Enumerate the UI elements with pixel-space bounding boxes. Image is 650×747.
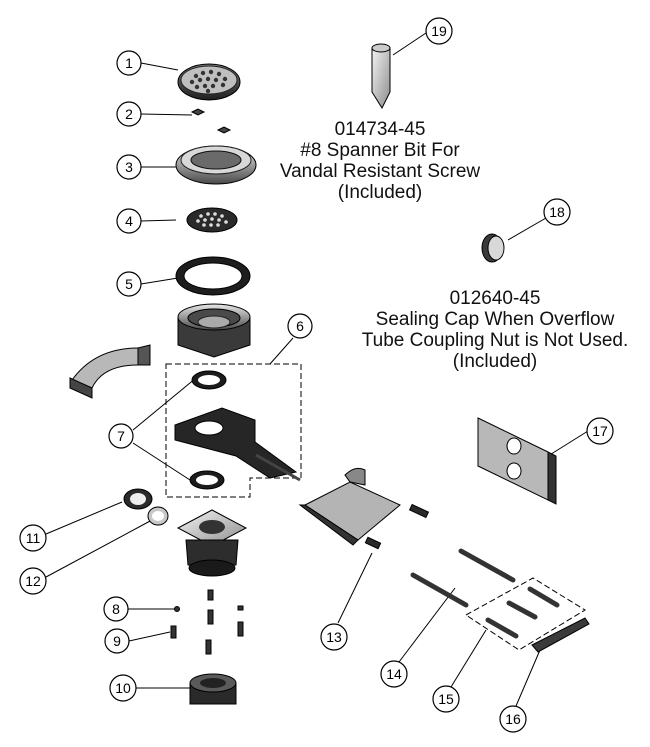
part-3-top-flange (175, 145, 257, 185)
part-10-tail-nut (189, 673, 237, 705)
part-7-rings (189, 370, 227, 490)
callout-14: 14 (380, 660, 408, 688)
part-12-ring (147, 506, 169, 526)
leader-lines (45, 32, 589, 707)
group-outline-15 (465, 577, 586, 651)
part-2-screws (190, 108, 232, 134)
part-13-tray-bracket (298, 467, 430, 550)
callout-9: 9 (104, 628, 130, 654)
part-side-bracket (69, 344, 151, 399)
note-spanner-bit: 014734-45 #8 Spanner Bit For Vandal Resi… (270, 119, 490, 203)
part-5-gasket-ring (175, 256, 251, 296)
part-15-short-rods (485, 586, 560, 639)
svg-text:8: 8 (112, 601, 120, 617)
callout-13: 13 (320, 623, 348, 651)
part-14-rods (410, 548, 516, 608)
spanner-bit-line3: (Included) (337, 182, 423, 203)
part-11-coupling-nut (123, 488, 153, 510)
part-drain-body-bottom (176, 509, 248, 577)
part-1-strainer-grate (177, 63, 241, 101)
group-outline-6 (165, 363, 302, 498)
svg-text:1: 1 (125, 55, 133, 71)
callout-3: 3 (116, 154, 142, 180)
callout-18: 18 (543, 198, 571, 226)
callout-10: 10 (109, 674, 137, 702)
callout-8: 8 (103, 596, 129, 622)
callout-6: 6 (287, 313, 313, 339)
callout-2: 2 (116, 101, 142, 127)
svg-text:16: 16 (505, 711, 521, 727)
svg-text:11: 11 (26, 530, 41, 546)
note-sealing-cap: 012640-45 Sealing Cap When Overflow Tube… (345, 288, 645, 372)
svg-text:14: 14 (386, 666, 402, 682)
sealing-cap-part-number: 012640-45 (449, 288, 541, 309)
callout-1: 1 (116, 50, 142, 76)
callout-17: 17 (586, 417, 614, 445)
sealing-cap-line3: (Included) (452, 351, 538, 372)
callout-16: 16 (499, 705, 527, 733)
sealing-cap-line1: Sealing Cap When Overflow (375, 309, 615, 330)
spanner-bit-part-number: 014734-45 (334, 119, 426, 140)
callout-12: 12 (19, 567, 47, 595)
callout-5: 5 (116, 271, 142, 297)
callout-4: 4 (116, 208, 142, 234)
svg-text:6: 6 (296, 318, 304, 334)
svg-text:4: 4 (125, 213, 133, 229)
svg-text:17: 17 (592, 423, 608, 439)
part-gate-plate (174, 407, 301, 482)
svg-text:10: 10 (115, 680, 131, 696)
svg-text:9: 9 (113, 633, 121, 649)
callout-19: 19 (425, 17, 453, 45)
callout-11: 11 (19, 524, 47, 552)
svg-text:3: 3 (125, 159, 133, 175)
svg-text:12: 12 (25, 573, 41, 589)
spanner-bit-line1: #8 Spanner Bit For (300, 140, 460, 161)
svg-text:5: 5 (125, 276, 133, 292)
sealing-cap-line2: Tube Coupling Nut is Not Used. (361, 330, 629, 351)
part-17-plate (477, 417, 557, 505)
part-19-spanner-bit (371, 43, 391, 110)
spanner-bit-line2: Vandal Resistant Screw (279, 161, 481, 182)
svg-text:18: 18 (549, 204, 565, 220)
callout-15: 15 (432, 685, 460, 713)
svg-text:13: 13 (326, 629, 342, 645)
svg-text:15: 15 (438, 691, 454, 707)
part-16-handle (531, 617, 590, 653)
svg-text:2: 2 (125, 106, 133, 122)
svg-text:7: 7 (117, 428, 125, 444)
part-drain-body-top (177, 303, 251, 358)
callouts: 1 2 3 4 5 6 7 8 9 10 11 12 13 14 15 16 1… (19, 17, 614, 733)
part-8-9-fasteners (170, 589, 244, 655)
part-4-inner-screen (186, 207, 238, 233)
callout-7: 7 (108, 423, 134, 449)
part-18-sealing-cap (481, 233, 505, 263)
svg-text:19: 19 (431, 23, 447, 39)
